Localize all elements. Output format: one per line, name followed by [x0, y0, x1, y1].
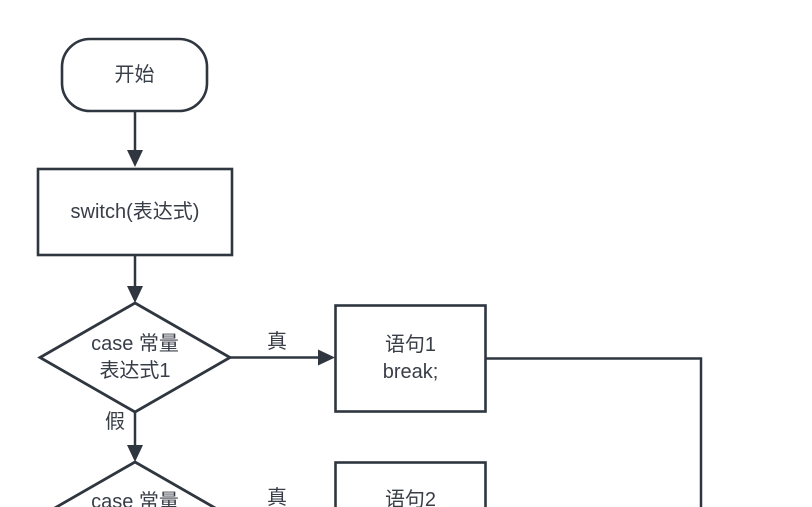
case1-label-line2: 表达式1 [99, 359, 171, 382]
stmt1-exit-connector [485, 357, 703, 507]
switch-to-case1-arrowhead-icon [127, 286, 143, 303]
stmt1-label-line2: break; [382, 360, 439, 383]
stmt2-node-label: 语句2 [335, 487, 486, 507]
start-to-switch-arrowhead-icon [127, 150, 143, 167]
stmt2-node-shape [334, 461, 487, 507]
case2-true-edge-label: 真 [267, 487, 287, 507]
stmt1-node-label: 语句1 break; [335, 305, 486, 412]
case1-false-edge-label: 假 [105, 411, 125, 433]
case1-true-arrowhead-icon [318, 349, 335, 366]
stmt1-label-line1: 语句1 [384, 333, 437, 356]
start-label-text: 开始 [114, 63, 155, 86]
switch-node-label: switch(表达式) [38, 169, 232, 255]
start-node-label: 开始 [62, 39, 207, 111]
case1-false-arrowhead-icon [127, 445, 143, 462]
case2-diamond-shape [53, 460, 217, 507]
stmt2-label-line1: 语句2 [384, 489, 437, 507]
case1-true-edge-label: 真 [267, 331, 287, 353]
stmt1-node-shape [334, 304, 487, 413]
case2-node-label: case 常量 [40, 489, 230, 507]
switch-label-text: switch(表达式) [70, 200, 200, 223]
switch-node-shape [36, 167, 234, 257]
case1-node-label: case 常量 表达式1 [40, 303, 230, 412]
case2-label-line1: case 常量 [91, 491, 179, 507]
case1-label-line1: case 常量 [91, 332, 179, 355]
